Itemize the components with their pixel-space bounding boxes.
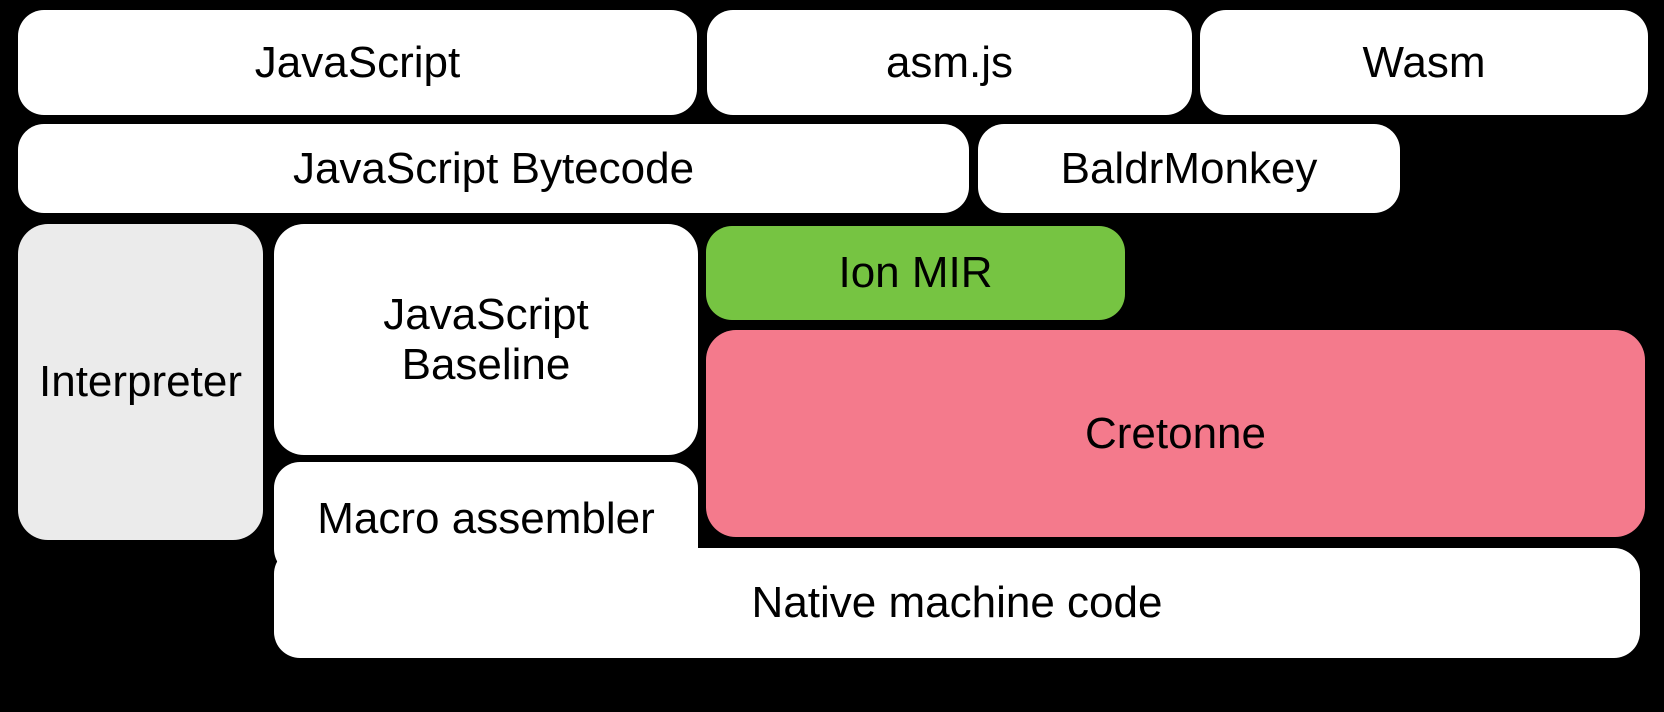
box-javascript: JavaScript [18, 10, 697, 115]
box-asm-js: asm.js [707, 10, 1192, 115]
box-wasm: Wasm [1200, 10, 1648, 115]
box-javascript-baseline: JavaScript Baseline [274, 224, 698, 455]
box-baldrmonkey: BaldrMonkey [978, 124, 1400, 213]
box-javascript-bytecode: JavaScript Bytecode [18, 124, 969, 213]
box-ion-mir: Ion MIR [706, 226, 1125, 320]
box-cretonne: Cretonne [706, 330, 1645, 537]
box-interpreter: Interpreter [18, 224, 263, 540]
box-native-machine-code: Native machine code [274, 548, 1640, 658]
